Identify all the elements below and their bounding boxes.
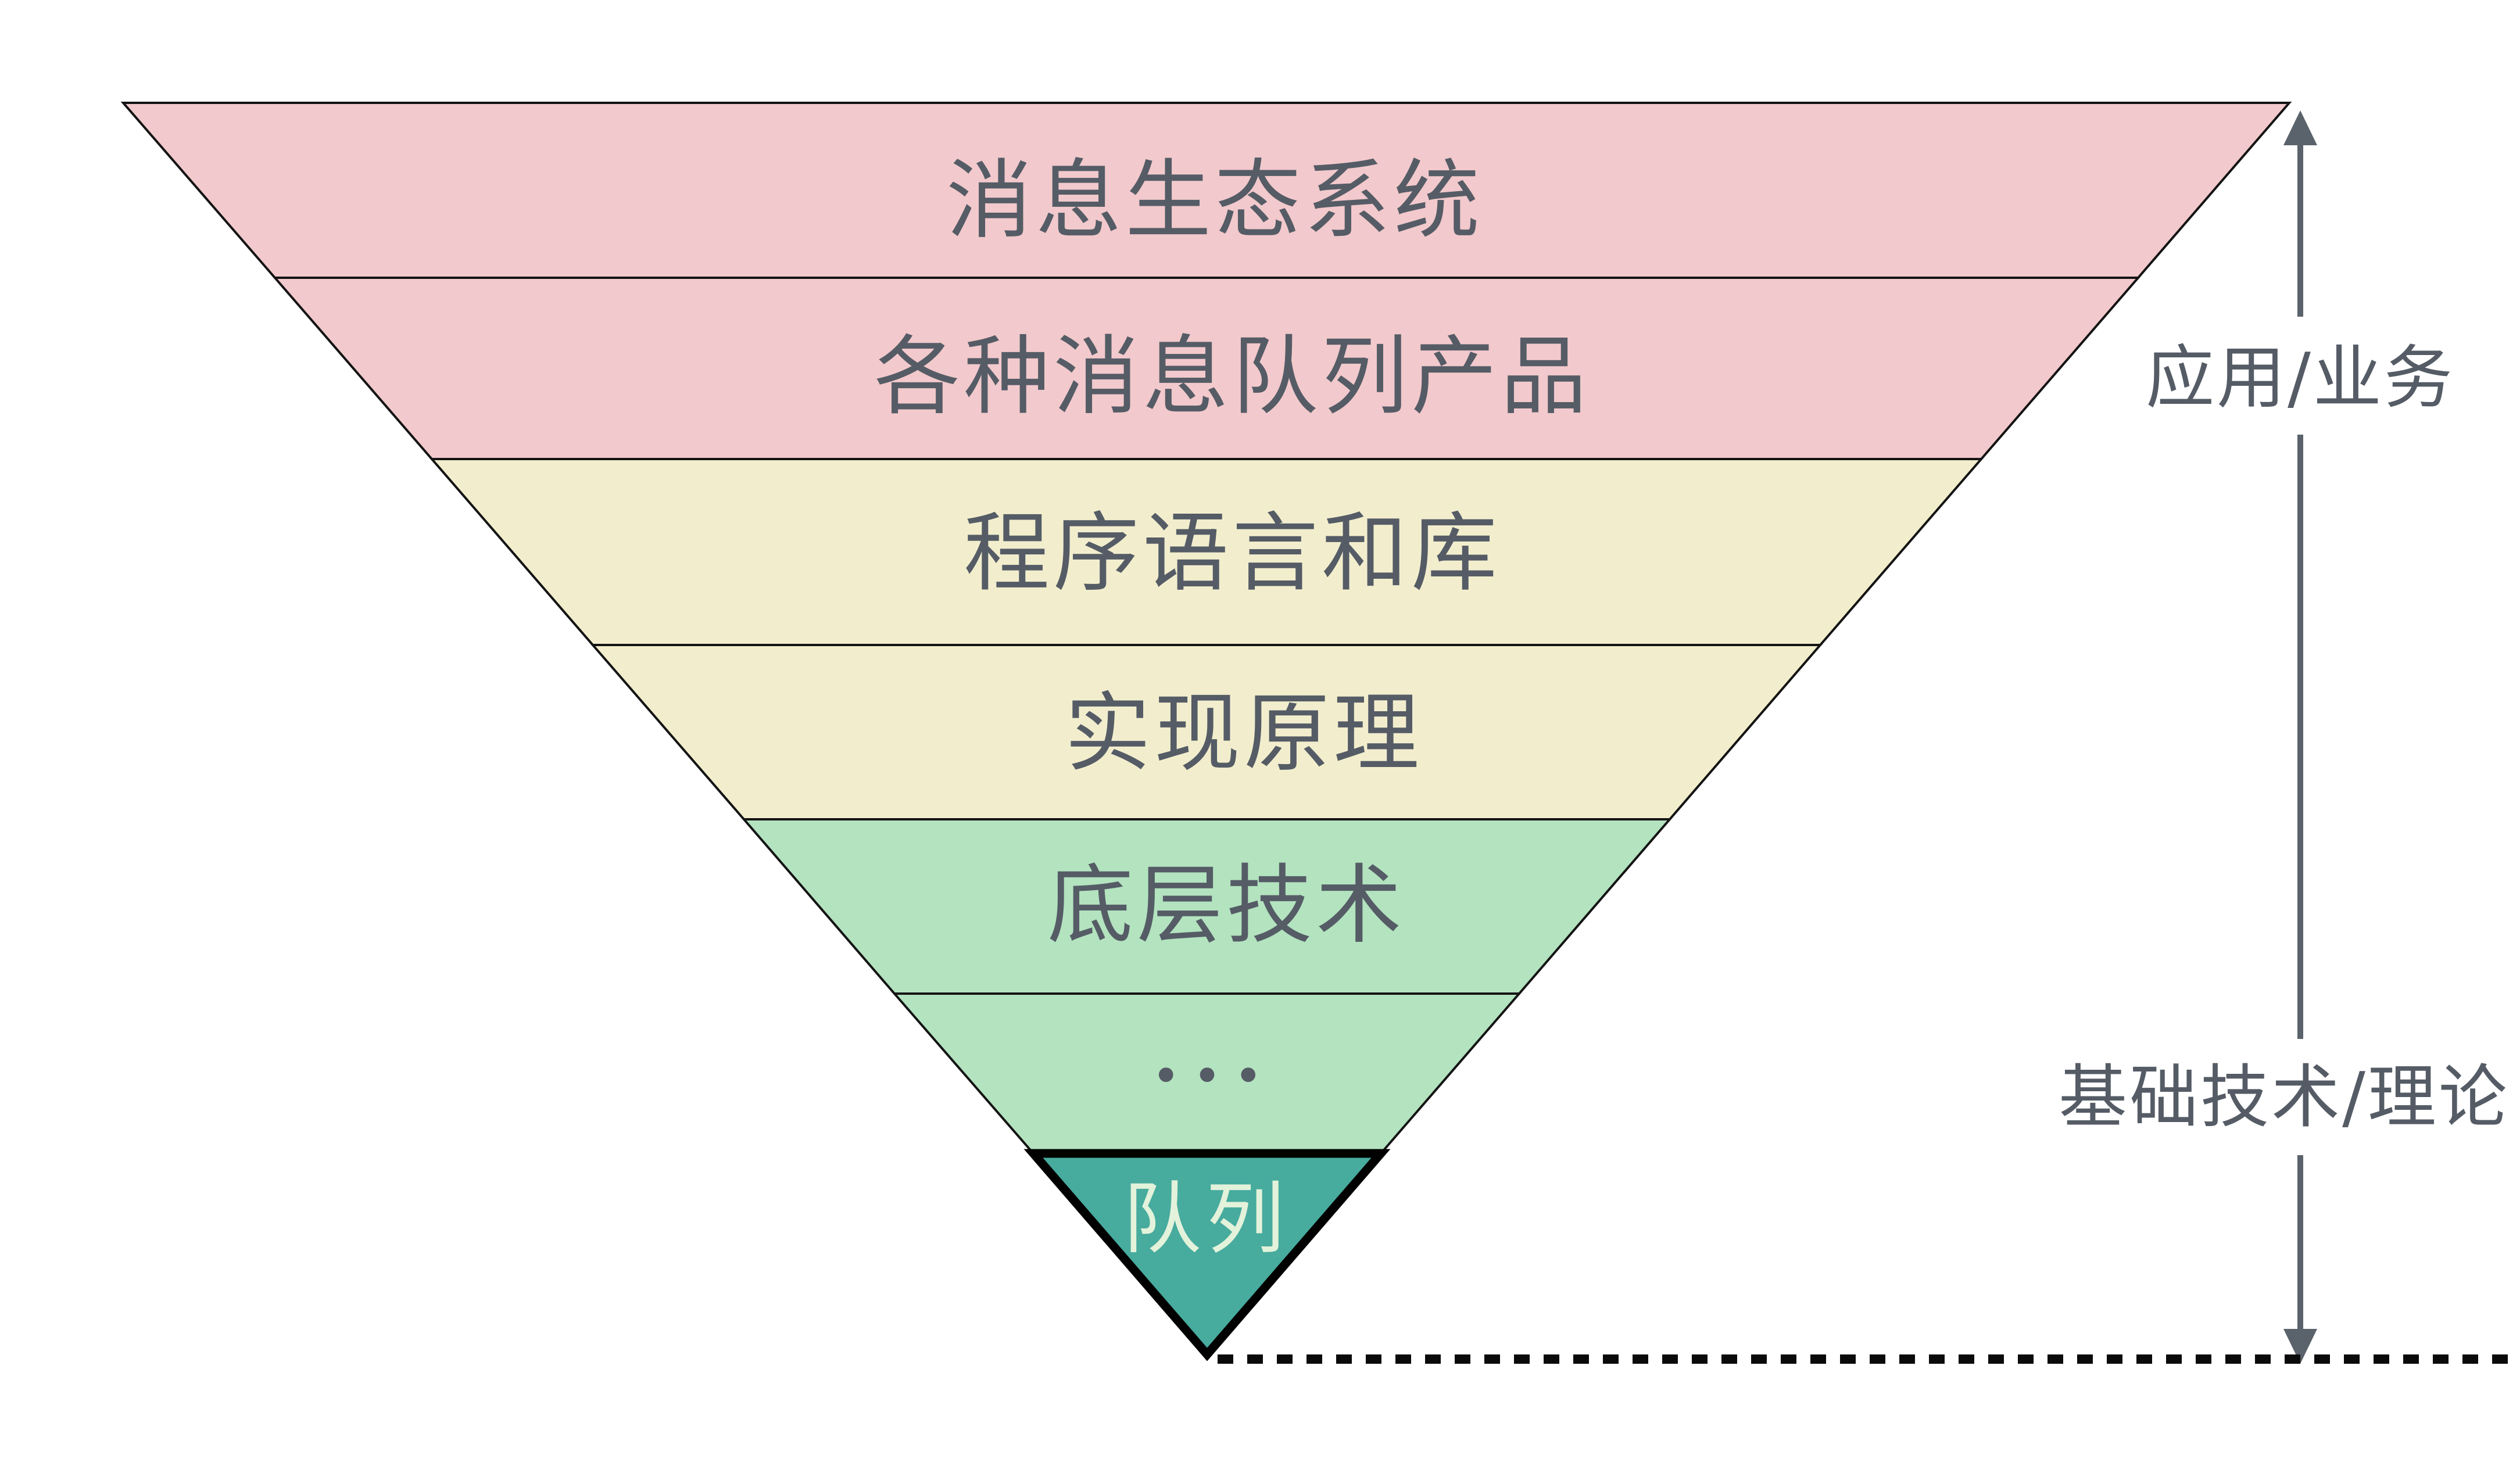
arrow-up-head-icon	[2283, 110, 2317, 145]
layer-languages-and-libs-label: 程序语言和库	[964, 503, 1501, 603]
axis-label-fundamental-theory: 基础技术/理论	[2059, 1057, 2510, 1137]
axis-label-application-business: 应用/业务	[2146, 338, 2455, 418]
layer-queue-tip-shape	[1023, 1149, 1391, 1361]
layer-mq-products-label: 各种消息队列产品	[874, 327, 1590, 427]
layer-message-ecosystem-label: 消息生态系统	[946, 150, 1483, 250]
layer-ellipsis-label: •••	[1153, 1052, 1276, 1100]
layer-low-level-tech-label: 底层技术	[1047, 855, 1405, 955]
layer-queue-tip-label: 队列	[1123, 1174, 1289, 1265]
vertical-range-arrow: 应用/业务 基础技术/理论	[2059, 110, 2510, 1364]
layer-implementation-label: 实现原理	[1065, 683, 1423, 783]
arrow-down-head-icon	[2283, 1329, 2317, 1364]
